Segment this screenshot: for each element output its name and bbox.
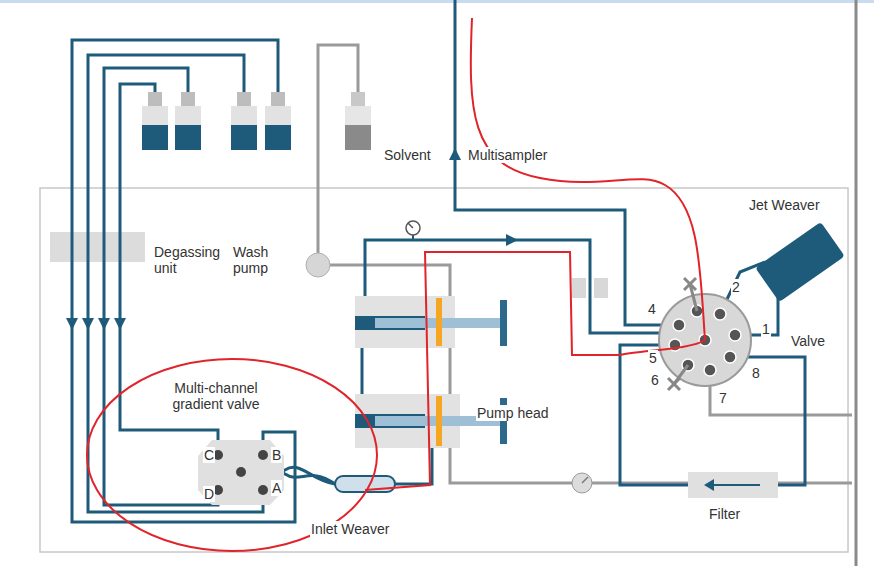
port-number: 8	[751, 365, 761, 381]
port-number: 1	[761, 321, 771, 337]
part-name: Filter	[708, 506, 741, 522]
port-plug	[668, 365, 688, 390]
port-number: 7	[718, 390, 728, 406]
coupler	[572, 278, 608, 298]
pump-inlet-tube	[395, 448, 432, 484]
pump-housing	[40, 188, 848, 552]
part-name: Wash pump	[232, 244, 288, 276]
part-name: Inlet Weaver	[310, 521, 390, 537]
port-number: 2	[731, 279, 741, 295]
port-number: 5	[648, 350, 658, 366]
edge-line	[855, 0, 858, 566]
pressure-gauge	[406, 221, 420, 240]
arrow-head	[98, 318, 110, 330]
tube-b	[72, 40, 295, 522]
part-name: Valve	[790, 333, 826, 349]
bottles	[142, 92, 371, 150]
top-strip	[0, 0, 874, 3]
channel-letter: A	[271, 480, 282, 496]
part-name: Jet Weaver	[748, 197, 821, 213]
arrow-head	[114, 318, 126, 330]
channel-letter: C	[203, 447, 215, 463]
port-plug	[684, 278, 697, 311]
channel-letter: B	[271, 447, 282, 463]
degassing-band	[50, 232, 145, 262]
part-name: Degassing unit	[153, 244, 235, 276]
filter	[688, 472, 778, 498]
pump-outlet-tube	[365, 240, 705, 333]
gradient-valve	[198, 440, 284, 505]
solvent-bottle	[265, 92, 291, 150]
jet-weaver	[755, 222, 845, 302]
part-name: Pump head	[476, 405, 550, 421]
port-number: 6	[650, 372, 660, 388]
red-annotation	[87, 18, 705, 551]
arrow-head	[449, 148, 461, 160]
part-name: Multi-channel gradient valve	[150, 380, 282, 412]
wash-bottle	[345, 92, 371, 150]
grey-lines	[318, 45, 852, 483]
multisampler-tube	[455, 0, 679, 325]
channel-letter: D	[203, 486, 215, 502]
arrow-head	[82, 318, 94, 330]
pump-head-lower	[355, 394, 507, 448]
filter-in-tube	[730, 357, 805, 485]
blue-tubes	[72, 0, 805, 522]
leak-gauge	[572, 473, 592, 493]
wash-pump-symbol	[306, 253, 330, 277]
flow-label: Multisampler	[467, 147, 548, 163]
port-number: 4	[647, 301, 657, 317]
arrow-head	[66, 318, 78, 330]
red-trace	[365, 18, 705, 490]
bottle-label: Solvent	[383, 147, 432, 163]
solvent-bottle	[175, 92, 201, 150]
pump-link-tube	[361, 348, 364, 394]
tube-d	[104, 68, 218, 505]
solvent-bottle	[142, 92, 168, 150]
solvent-bottle	[231, 92, 257, 150]
arrow-head	[506, 234, 518, 246]
pump-head-upper	[355, 296, 507, 348]
